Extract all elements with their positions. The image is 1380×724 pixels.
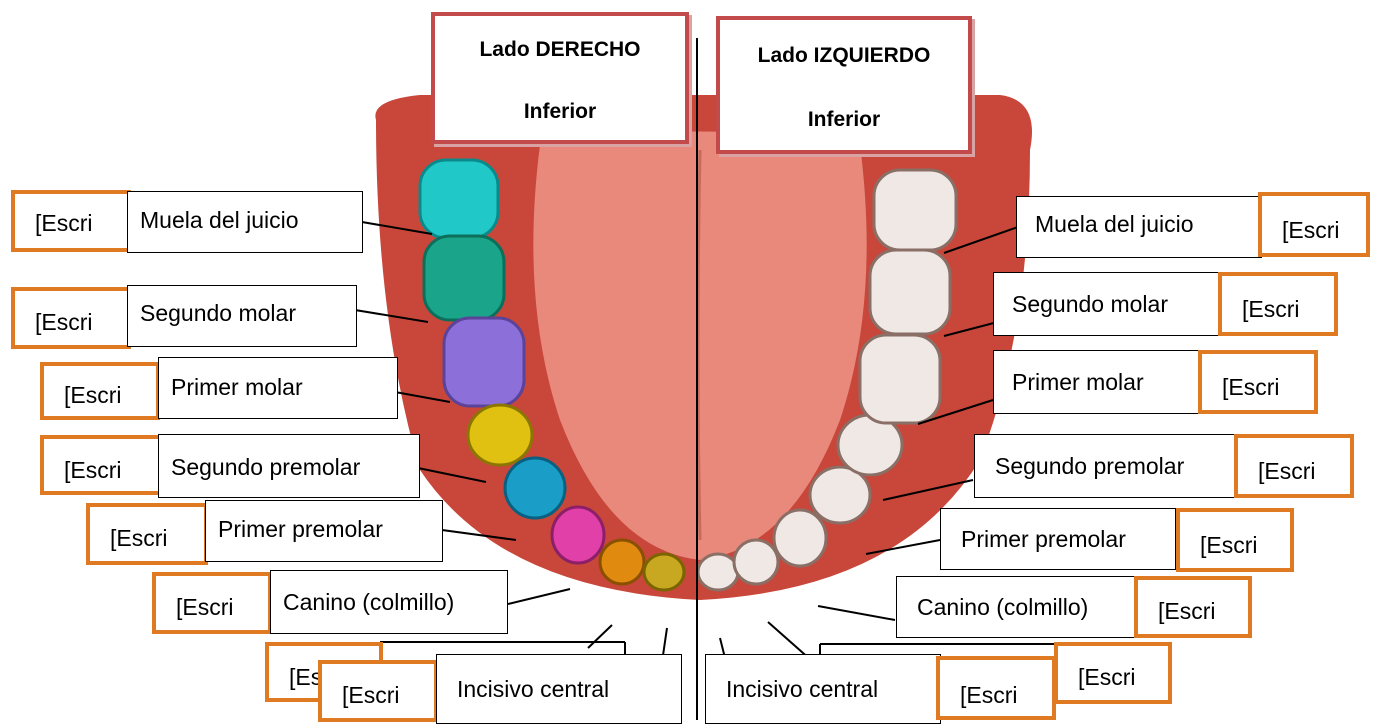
answer-field-central-incisor-left[interactable]: [Escri <box>936 656 1056 720</box>
label-first-premolar-left: Primer premolar <box>940 508 1176 570</box>
label-second-molar-right: Segundo molar <box>127 285 357 347</box>
answer-field-canine-right[interactable]: [Escri <box>152 572 272 634</box>
header-left-side-title: Lado IZQUIERDO <box>720 44 968 68</box>
label-first-premolar-right: Primer premolar <box>205 500 443 562</box>
first-molar-tooth <box>444 318 524 406</box>
second-premolar-tooth <box>468 405 532 465</box>
answer-field-canine-left[interactable]: [Escri <box>1134 576 1252 638</box>
header-right-side: Lado DERECHO Inferior <box>431 12 689 144</box>
label-canine-right: Canino (colmillo) <box>270 570 508 634</box>
header-left-side: Lado IZQUIERDO Inferior <box>716 16 972 154</box>
answer-field-first-premolar-left[interactable]: [Escri <box>1176 508 1294 572</box>
label-first-molar-left: Primer molar <box>993 350 1201 414</box>
first-premolar-tooth <box>505 458 565 518</box>
lateral-incisor-tooth <box>734 540 778 584</box>
label-wisdom-right: Muela del juicio <box>127 191 363 253</box>
wisdom-tooth <box>420 160 498 238</box>
answer-field-central-incisor-right[interactable]: [Escri <box>318 660 438 722</box>
header-left-side-subtitle: Inferior <box>720 108 968 132</box>
first-molar-tooth <box>860 335 940 423</box>
label-canine-left: Canino (colmillo) <box>896 576 1136 638</box>
label-second-premolar-left: Segundo premolar <box>974 434 1238 498</box>
answer-field-second-molar-right[interactable]: [Escri <box>11 287 131 349</box>
second-molar-tooth <box>424 236 504 320</box>
answer-field-second-premolar-right[interactable]: [Escri <box>40 435 162 495</box>
answer-field-first-molar-right[interactable]: [Escri <box>40 362 160 420</box>
answer-field-second-premolar-left[interactable]: [Escri <box>1234 434 1354 498</box>
label-second-premolar-right: Segundo premolar <box>158 434 420 498</box>
answer-field-lateral-incisor-left[interactable]: [Escri <box>1054 642 1172 704</box>
label-first-molar-right: Primer molar <box>158 357 398 419</box>
wisdom-tooth <box>874 170 956 250</box>
label-wisdom-left: Muela del juicio <box>1016 196 1262 258</box>
second-molar-tooth <box>870 250 950 334</box>
central-incisor-tooth <box>644 554 684 590</box>
answer-field-first-premolar-right[interactable]: [Escri <box>86 503 208 565</box>
lateral-incisor-tooth <box>600 540 644 584</box>
central-incisor-tooth <box>698 554 738 590</box>
header-right-side-title: Lado DERECHO <box>435 38 685 62</box>
answer-field-wisdom-right[interactable]: [Escri <box>11 190 131 252</box>
answer-field-first-molar-left[interactable]: [Escri <box>1198 350 1318 414</box>
label-second-molar-left: Segundo molar <box>993 272 1219 336</box>
answer-field-wisdom-left[interactable]: [Escri <box>1258 192 1370 257</box>
canine-tooth <box>552 507 604 563</box>
canine-tooth <box>774 510 826 566</box>
label-central-incisor-left: Incisivo central <box>705 654 941 724</box>
header-right-side-subtitle: Inferior <box>435 100 685 124</box>
answer-field-second-molar-left[interactable]: [Escri <box>1218 272 1338 336</box>
label-central-incisor-right: Incisivo central <box>436 654 682 724</box>
